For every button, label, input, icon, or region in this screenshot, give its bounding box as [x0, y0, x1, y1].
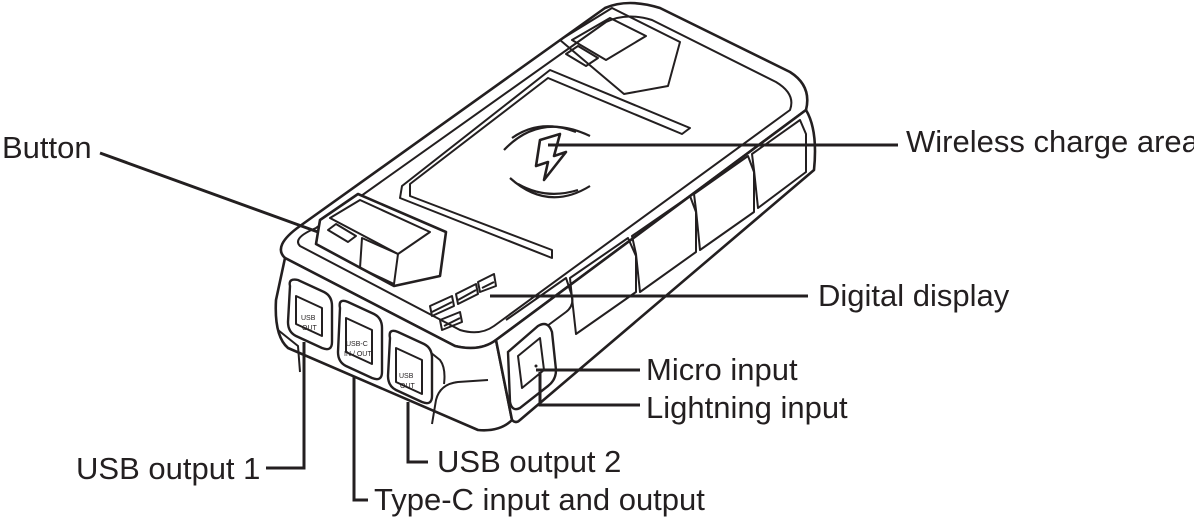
label-usb-output-2: USB output 2	[437, 444, 621, 479]
leader-button	[99, 151, 319, 234]
usb-output-2-port[interactable]: USB OUT	[386, 329, 434, 405]
label-button: Button	[2, 130, 92, 165]
wireless-charge-symbol	[503, 125, 591, 199]
leader-usb2	[406, 402, 428, 464]
front-seam	[429, 351, 446, 385]
leader-typec	[352, 376, 368, 502]
lightning-bolt-icon	[534, 132, 568, 182]
label-usb-output-1: USB output 1	[76, 451, 260, 486]
digital-display	[429, 273, 497, 331]
leader-usb1	[266, 342, 306, 470]
label-micro-input: Micro input	[646, 352, 798, 387]
typec-mark-bottom: IN / OUT	[344, 351, 372, 358]
usb-output-1-port[interactable]: USB OUT	[286, 278, 334, 351]
side-grip-2	[569, 237, 637, 335]
callout-labels: Button Wireless charge area Digital disp…	[2, 124, 1194, 517]
leader-lightning	[538, 372, 640, 407]
side-grip-3	[631, 195, 697, 293]
usb1-mark-bottom: OUT	[302, 325, 318, 332]
device-top-rim	[297, 15, 793, 334]
usb2-mark-bottom: OUT	[400, 383, 416, 390]
back-corner-pad	[559, 7, 681, 95]
device-front-base	[277, 329, 301, 373]
wireless-area-frame	[399, 69, 691, 259]
label-digital-display: Digital display	[818, 278, 1010, 313]
front-base-corner	[431, 379, 489, 425]
typec-mark-top: USB-C	[346, 341, 368, 348]
usb1-mark-top: USB	[301, 315, 316, 322]
power-bank-body: USB OUT USB-C IN / OUT USB OUT	[274, 1, 817, 432]
usb2-mark-top: USB	[399, 373, 414, 380]
label-lightning-input: Lightning input	[646, 390, 848, 425]
leader-lines	[99, 143, 898, 502]
button[interactable]	[314, 192, 448, 288]
side-grip-5	[751, 119, 807, 209]
back-corner-pad-slot	[565, 45, 599, 67]
port-indicator-dot	[534, 364, 538, 368]
back-corner-pad-inner	[571, 17, 647, 61]
label-type-c: Type-C input and output	[374, 482, 705, 517]
type-c-port[interactable]: USB-C IN / OUT	[336, 299, 384, 381]
side-grip-4	[693, 155, 755, 251]
label-wireless-charge-area: Wireless charge area	[906, 124, 1194, 159]
